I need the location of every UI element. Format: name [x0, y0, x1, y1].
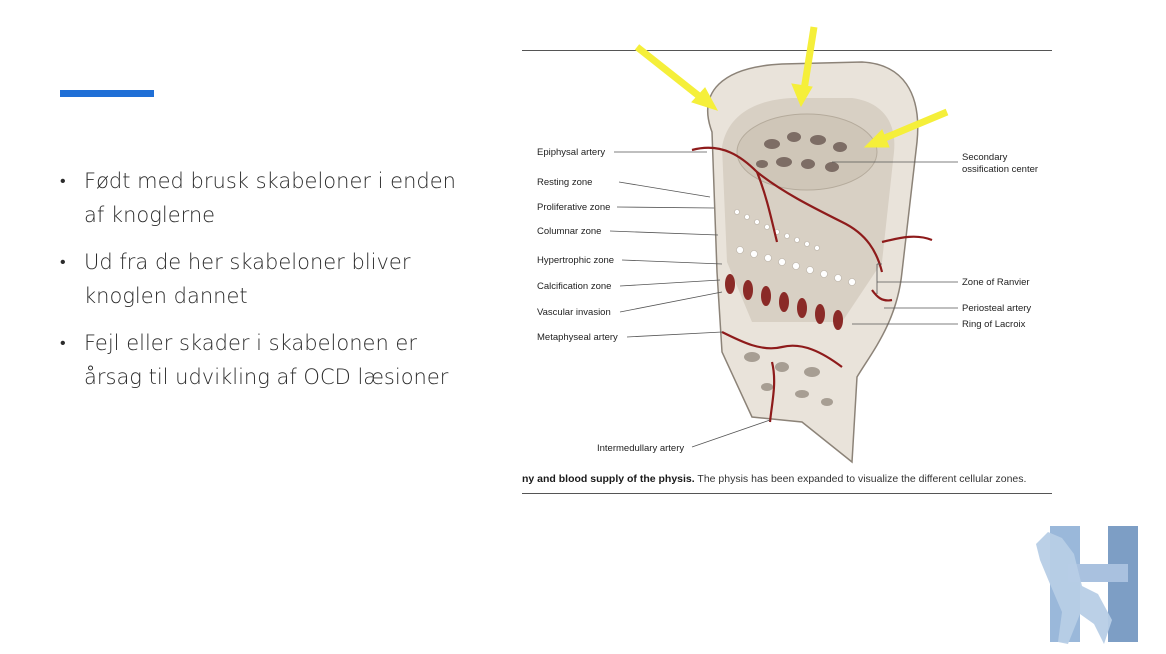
- label-resting-zone: Resting zone: [537, 177, 592, 188]
- arrow-icon: [791, 83, 813, 108]
- label-proliferative-zone: Proliferative zone: [537, 202, 610, 213]
- left-labels: [609, 151, 771, 448]
- vascular-invasion: [725, 274, 843, 330]
- arteries: [691, 146, 933, 423]
- right-labels: [832, 161, 958, 325]
- bullet-item: • Født med brusk skabeloner i enden af kn…: [58, 164, 478, 232]
- label-ossification-center: ossification center: [962, 164, 1038, 175]
- highlight-arrows: [634, 26, 949, 148]
- ossification-holes: [756, 132, 847, 172]
- label-hypertrophic-zone: Hypertrophic zone: [537, 255, 614, 266]
- label-ring-of-lacroix: Ring of Lacroix: [962, 319, 1026, 330]
- caption-rest: The physis has been expanded to visualiz…: [694, 473, 1027, 485]
- bullet-list: • Født med brusk skabeloner i enden af kn…: [58, 164, 478, 407]
- label-epiphysal-artery: Epiphysal artery: [537, 147, 605, 158]
- label-columnar-zone: Columnar zone: [537, 226, 601, 237]
- bullet-text: Fejl eller skader i skabelonen er årsag …: [84, 331, 449, 389]
- arrow-icon: [691, 87, 719, 111]
- arrow-icon: [863, 129, 890, 148]
- bullet-item: • Fejl eller skader i skabelonen er årsag…: [58, 326, 478, 394]
- label-zone-of-ranvier: Zone of Ranvier: [962, 277, 1030, 288]
- label-calcification-zone: Calcification zone: [537, 281, 611, 292]
- bullet-dot: •: [60, 171, 66, 190]
- figure-bottom-rule: [522, 493, 1052, 494]
- bullet-dot: •: [60, 333, 66, 352]
- bullet-text: Ud fra de her skabeloner bliver knoglen …: [84, 250, 411, 308]
- ossification-center: [736, 113, 878, 191]
- cell-columns: [734, 209, 856, 286]
- bullet-text: Født med brusk skabeloner i enden af kno…: [84, 169, 456, 227]
- physis-diagram: Epiphysal artery Resting zone Proliferat…: [537, 26, 1038, 464]
- label-secondary: Secondary: [962, 152, 1008, 163]
- accent-bar: [60, 90, 154, 97]
- caption-bold: ny and blood supply of the physis.: [522, 473, 695, 485]
- metaphysis-pores: [744, 352, 833, 406]
- label-intermedullary-artery: Intermedullary artery: [597, 443, 684, 454]
- figure-caption: ny and blood supply of the physis. The p…: [522, 473, 1062, 485]
- label-periosteal-artery: Periosteal artery: [962, 303, 1031, 314]
- figure-top-rule: [522, 50, 1052, 51]
- label-vascular-invasion: Vascular invasion: [537, 307, 611, 318]
- bullet-dot: •: [60, 252, 66, 271]
- bullet-item: • Ud fra de her skabeloner bliver knoglen…: [58, 245, 478, 313]
- label-metaphyseal-artery: Metaphyseal artery: [537, 332, 618, 343]
- horse-logo-icon: [1036, 526, 1138, 644]
